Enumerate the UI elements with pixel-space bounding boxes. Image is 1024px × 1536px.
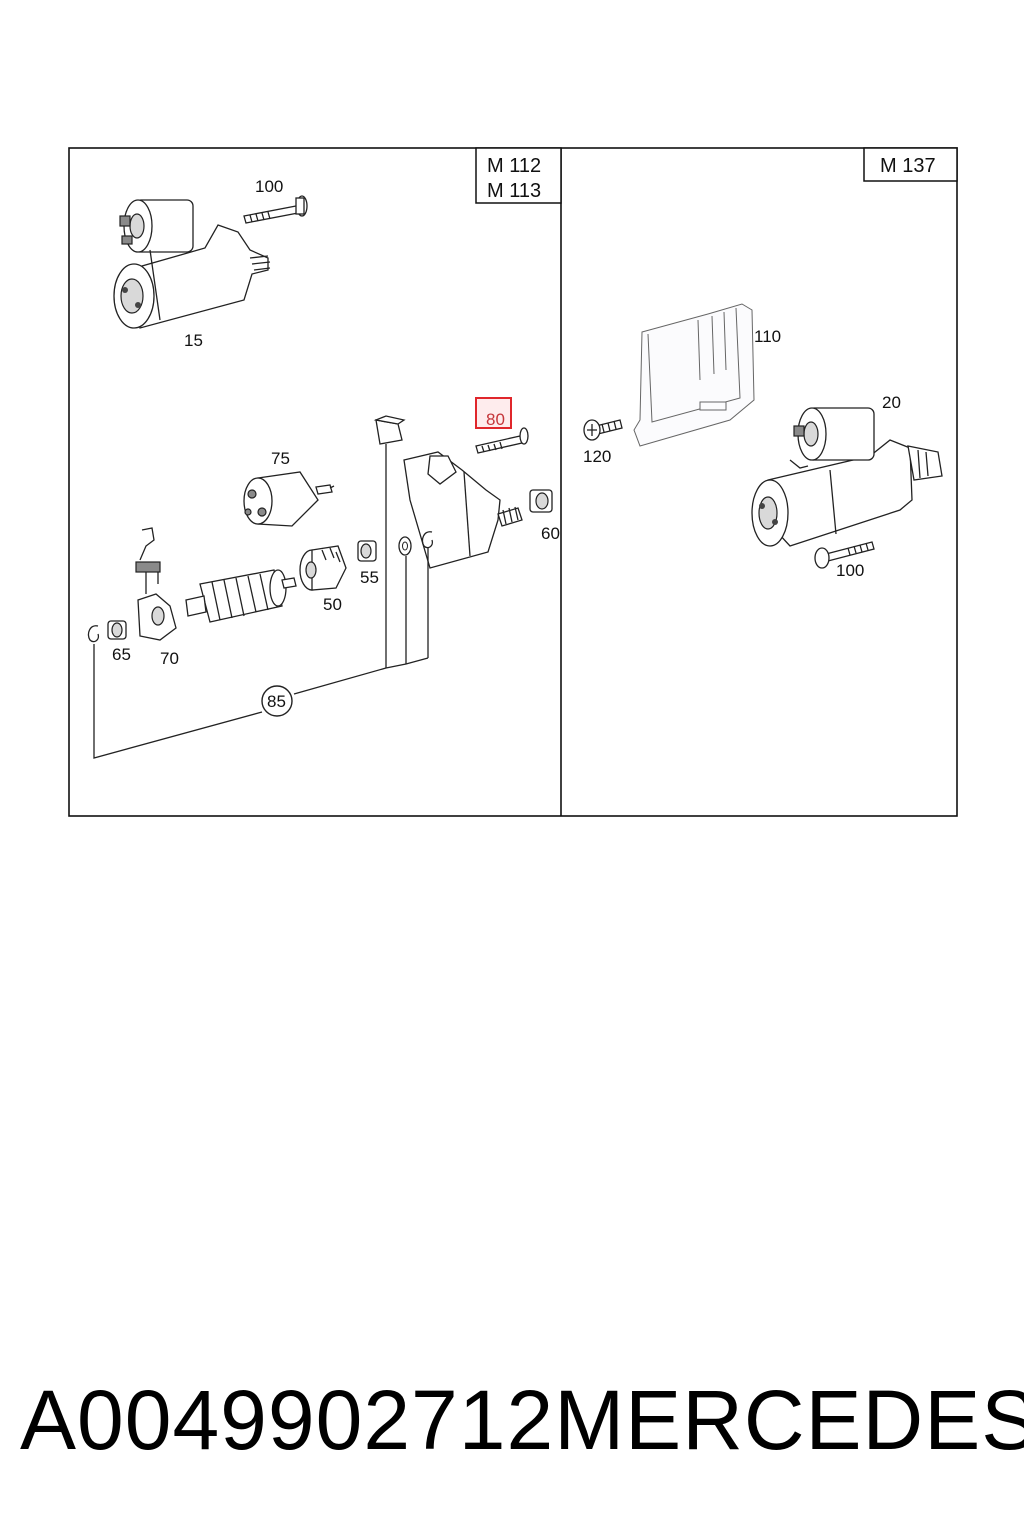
circlip-illustration — [421, 531, 434, 549]
starter-motor-20-illustration — [751, 407, 943, 547]
callout-65: 65 — [112, 645, 131, 664]
callout-55: 55 — [360, 568, 379, 587]
part-caption: A0049902712 MERCEDES — [20, 1365, 1024, 1475]
starter-motor-15-illustration — [113, 199, 271, 329]
brand-name: MERCEDES — [554, 1372, 1024, 1467]
armature-illustration — [185, 569, 297, 623]
bolt-100-left-illustration — [243, 195, 308, 224]
model-m112: M 112 — [487, 155, 541, 177]
brush-block-illustration — [373, 415, 406, 445]
callout-85: 85 — [267, 692, 286, 711]
bolt-100-right-illustration — [814, 541, 875, 569]
bushing-60-illustration — [529, 489, 553, 513]
callout-70: 70 — [160, 649, 179, 668]
drive-housing-illustration — [403, 451, 523, 569]
part-number: A0049902712 — [20, 1372, 555, 1467]
circlip-65-illustration — [87, 625, 100, 643]
bushing-55-illustration — [357, 540, 377, 562]
highlight-box-80 — [475, 397, 512, 429]
washer-illustration — [398, 536, 412, 556]
callout-80: 80 — [486, 410, 505, 429]
heat-shield-110-illustration — [633, 303, 755, 447]
model-label-m112-m113: M 112 M 113 — [475, 147, 562, 204]
model-m113: M 113 — [487, 180, 541, 202]
callout-60: 60 — [541, 524, 560, 543]
callout-15: 15 — [184, 331, 203, 350]
callout-100-left: 100 — [255, 177, 283, 196]
brush-plate-70-illustration — [135, 527, 177, 641]
callout-120: 120 — [583, 447, 611, 466]
pinion-50-illustration — [299, 545, 347, 591]
callout-20: 20 — [882, 393, 901, 412]
bushing-65-illustration — [107, 620, 127, 640]
model-label-m137: M 137 — [863, 147, 958, 182]
kit-85-bracket-lines — [93, 444, 429, 759]
callout-110: 110 — [754, 327, 781, 346]
callout-50: 50 — [323, 595, 342, 614]
model-m137: M 137 — [880, 155, 936, 177]
screw-120-illustration — [583, 419, 623, 441]
bolt-80-illustration — [475, 427, 529, 454]
solenoid-75-illustration — [243, 471, 335, 527]
callout-75: 75 — [271, 449, 290, 468]
callout-100-right: 100 — [836, 561, 864, 580]
